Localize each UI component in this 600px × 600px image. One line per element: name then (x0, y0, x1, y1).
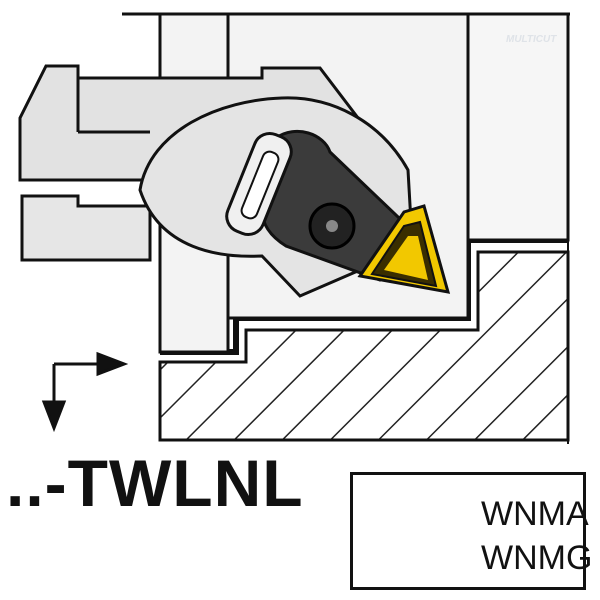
cutting-insert (357, 204, 451, 294)
insert-type-box: WNMA WNMG (350, 472, 592, 590)
insert-type-label: WNMG (481, 539, 593, 577)
clamp-screw-icon (308, 202, 356, 250)
watermark-logo: MULTICUT (506, 34, 557, 45)
workpiece-section (158, 250, 570, 442)
feed-direction-arrows-icon (41, 351, 129, 433)
insert-type-label: WNMA (481, 495, 589, 533)
toolholder-code: ..-TWLNL (6, 446, 304, 520)
